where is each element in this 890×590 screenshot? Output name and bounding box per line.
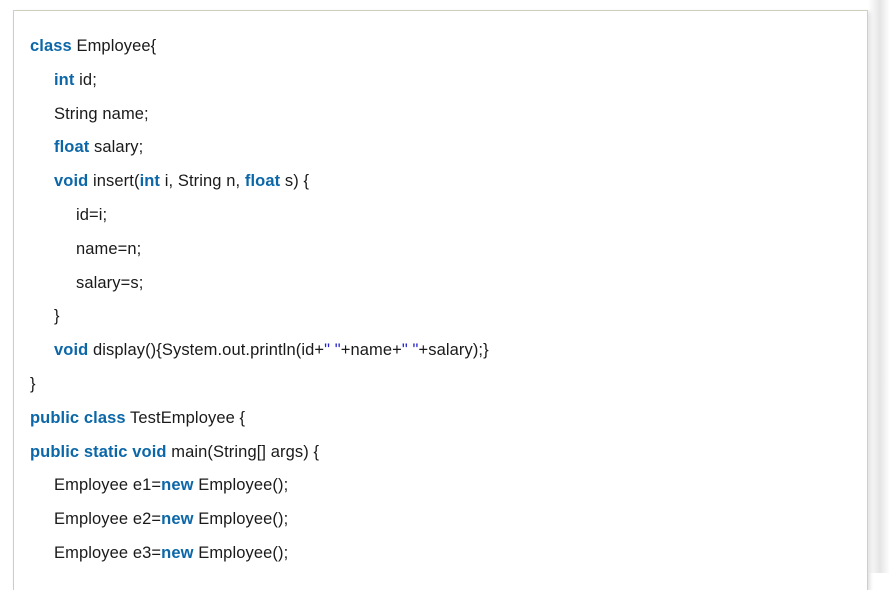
code-text: s) { xyxy=(280,172,310,191)
code-line: Employee e1=new Employee(); xyxy=(14,469,867,503)
code-line: void insert(int i, String n, float s) { xyxy=(14,165,867,199)
code-line: public class TestEmployee { xyxy=(14,402,867,436)
code-keyword: new xyxy=(161,543,194,562)
code-keyword: void xyxy=(54,341,89,360)
code-line: public static void main(String[] args) { xyxy=(14,436,867,470)
code-text: salary; xyxy=(89,138,144,157)
code-keyword: int xyxy=(54,70,75,89)
code-text: Employee e1= xyxy=(54,476,162,495)
code-text: Employee{ xyxy=(71,37,157,55)
code-line: Employee e2=new Employee(); xyxy=(14,503,867,537)
code-keyword: public class xyxy=(30,408,126,427)
code-text: } xyxy=(54,307,60,326)
code-text: id=i; xyxy=(76,205,108,224)
code-text: String name; xyxy=(54,104,149,123)
code-keyword: new xyxy=(161,476,194,495)
code-line: int id; xyxy=(14,64,867,98)
code-keyword: void xyxy=(54,172,89,191)
code-line: salary=s; xyxy=(14,267,867,301)
code-text: insert( xyxy=(88,172,140,191)
code-text: Employee(); xyxy=(193,510,289,529)
code-text: TestEmployee { xyxy=(125,408,246,427)
code-text: } xyxy=(30,374,36,393)
code-text: Employee e2= xyxy=(54,510,162,529)
code-keyword: class xyxy=(30,37,72,55)
code-text: id; xyxy=(74,70,97,89)
code-line: class Employee{ xyxy=(14,30,867,64)
code-line: } xyxy=(14,300,867,334)
code-line: id=i; xyxy=(14,199,867,233)
code-text: name=n; xyxy=(76,239,142,258)
code-text: Employee(); xyxy=(193,476,289,495)
page-root: class Employee{int id;String name;float … xyxy=(13,0,890,590)
code-keyword: int xyxy=(139,172,161,191)
code-keyword: float xyxy=(54,138,90,157)
code-lines-container: class Employee{int id;String name;float … xyxy=(14,11,867,571)
code-line: name=n; xyxy=(14,233,867,267)
code-line: String name; xyxy=(14,98,867,132)
code-text: salary=s; xyxy=(76,273,144,292)
code-text: +name+ xyxy=(340,341,402,360)
code-keyword: new xyxy=(161,510,194,529)
code-string-literal: " " xyxy=(324,341,341,360)
code-text: i, String n, xyxy=(160,172,245,191)
code-text: main(String[] args) { xyxy=(166,442,320,461)
code-line: void display(){System.out.println(id+" "… xyxy=(14,334,867,368)
code-keyword: public static void xyxy=(30,442,167,461)
code-line: Employee e3=new Employee(); xyxy=(14,537,867,571)
code-listing-box: class Employee{int id;String name;float … xyxy=(13,10,868,590)
code-text: Employee(); xyxy=(193,543,289,562)
code-text: display(){System.out.println(id+ xyxy=(88,341,325,360)
code-string-literal: " " xyxy=(401,341,419,360)
code-text: +salary);} xyxy=(418,341,489,360)
code-line: float salary; xyxy=(14,131,867,165)
code-keyword: float xyxy=(244,172,281,191)
code-text: Employee e3= xyxy=(54,543,162,562)
code-line: } xyxy=(14,368,867,402)
page-edge-shadow xyxy=(868,0,890,573)
